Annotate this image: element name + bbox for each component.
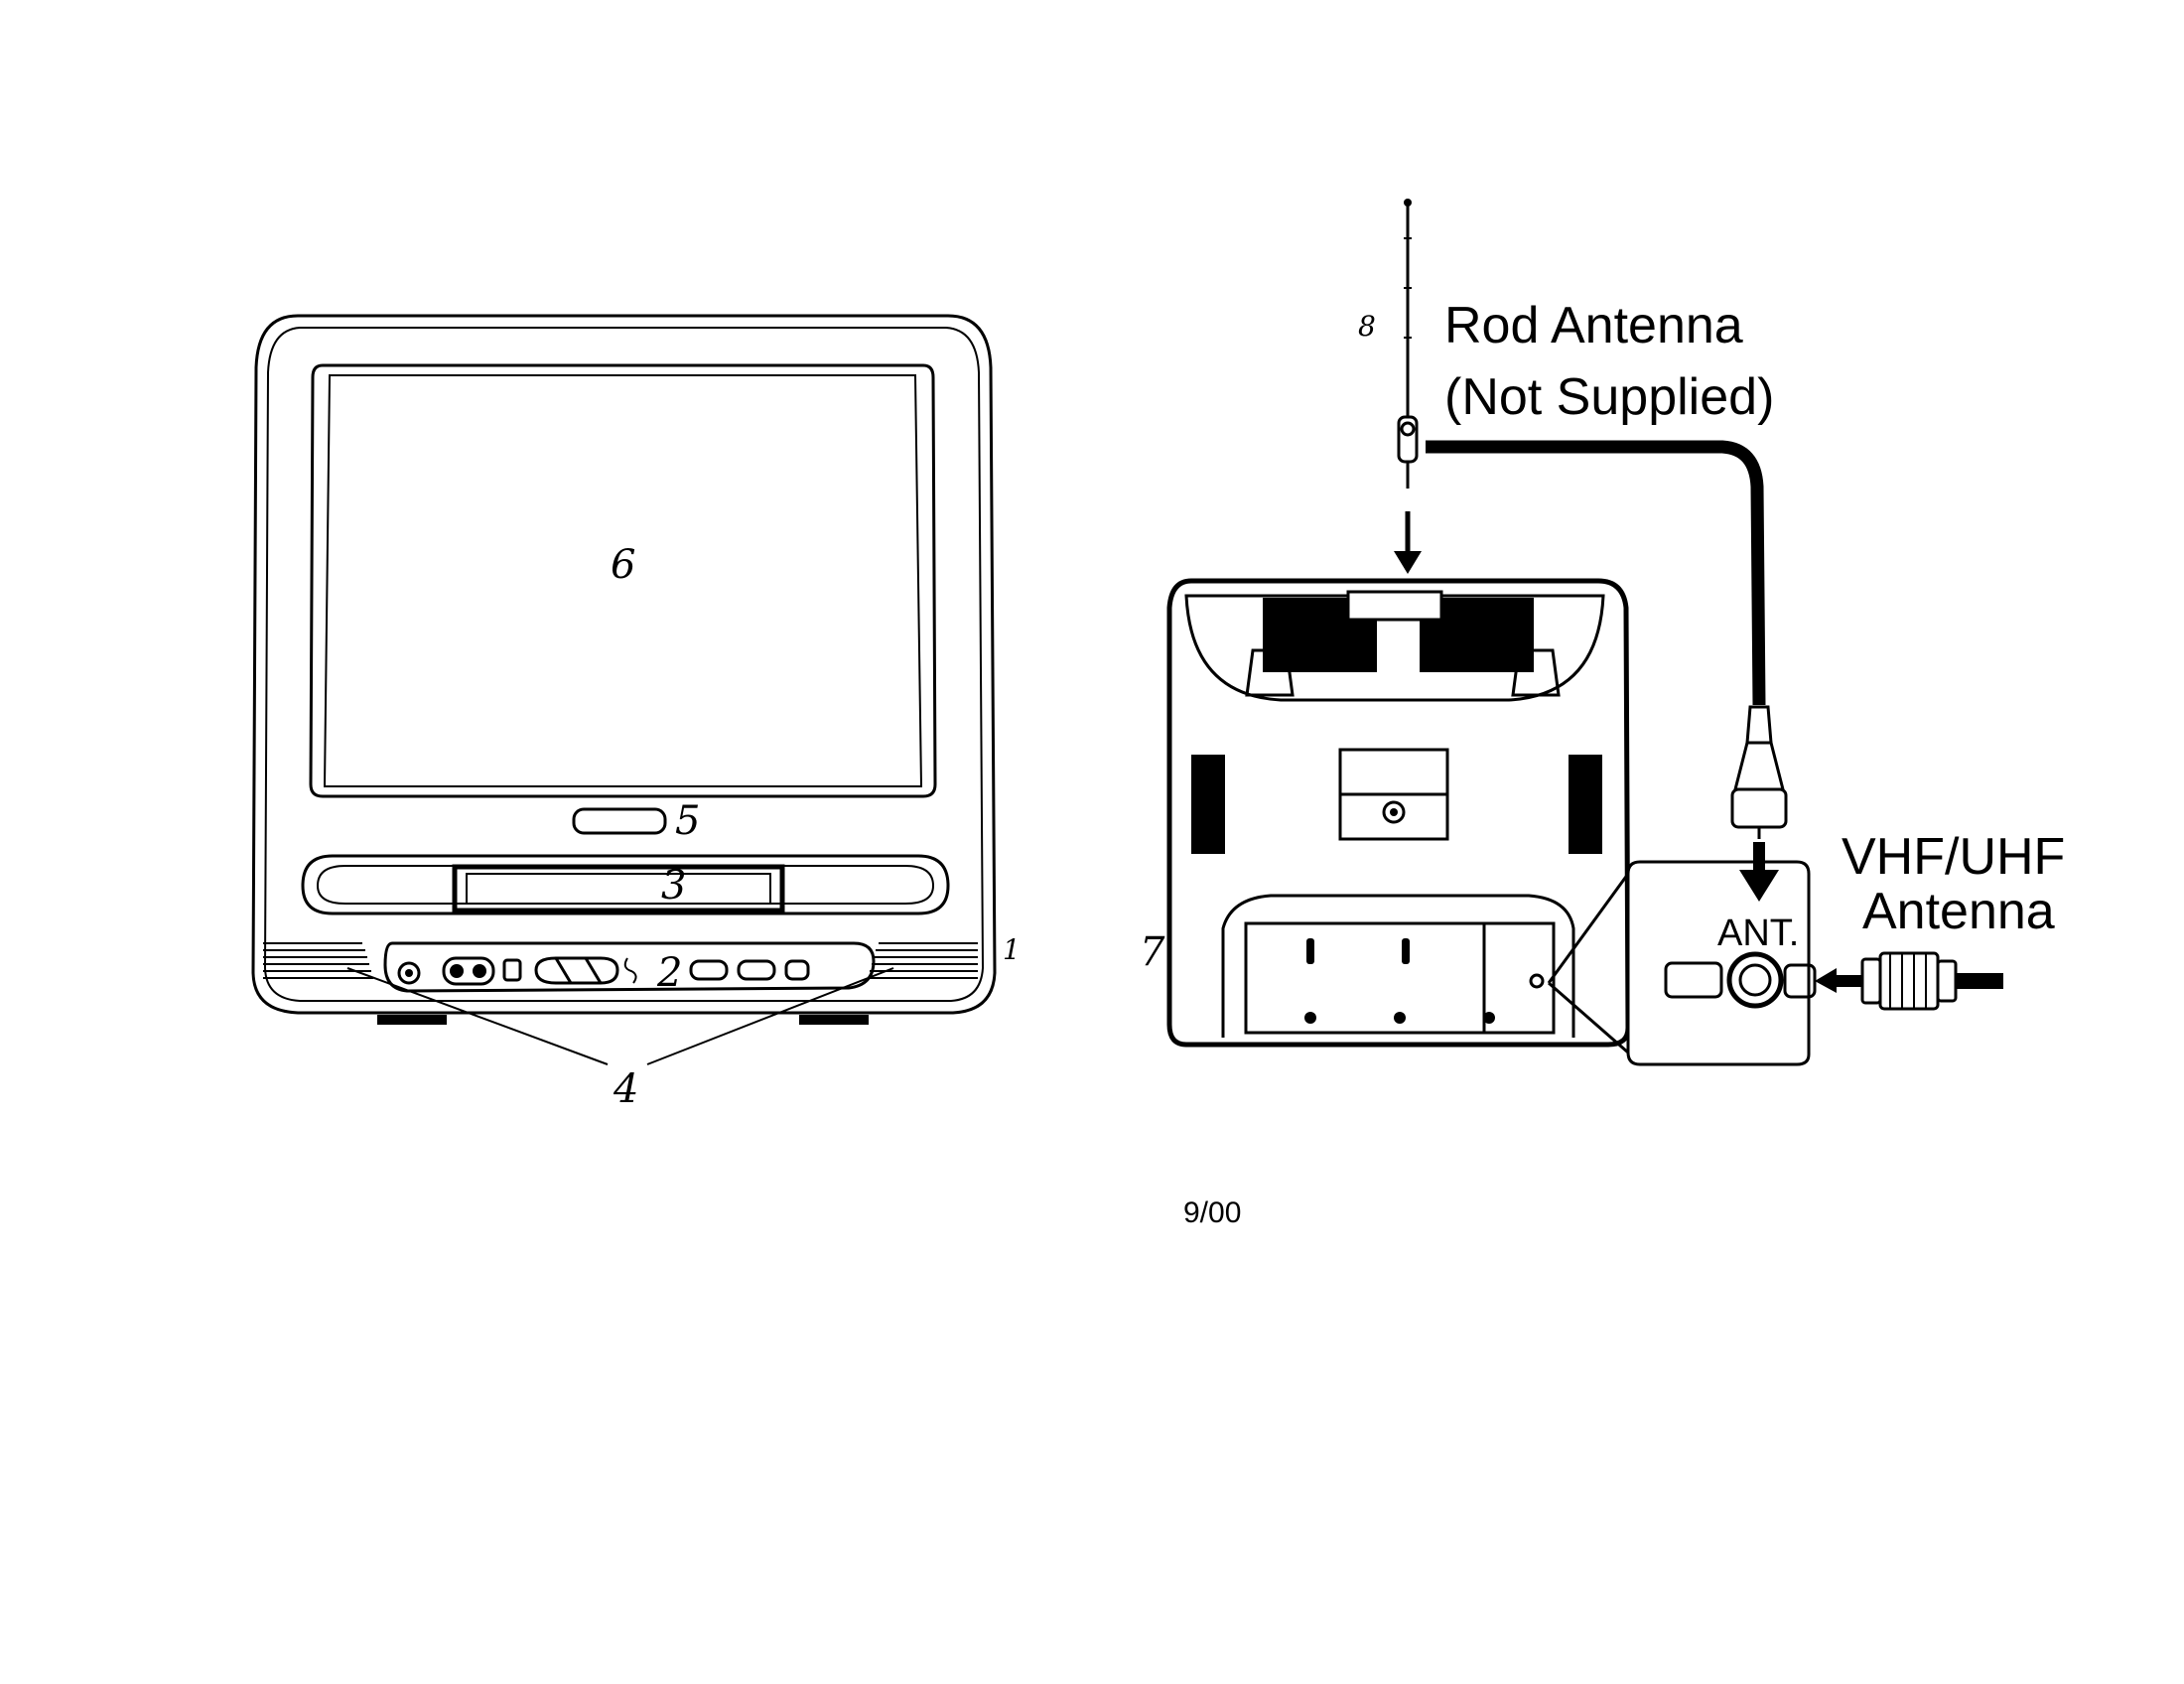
cassette-compartment: [301, 854, 950, 915]
rod-antenna-label-line1: Rod Antenna: [1444, 297, 1743, 354]
control-panel: [383, 941, 876, 993]
vhf-uhf-label-line2: Antenna: [1862, 883, 2055, 940]
footer-date: 9/00: [1183, 1196, 1241, 1229]
callout-3: 3: [661, 863, 686, 909]
callout-2: 2: [656, 950, 682, 996]
callout-6: 6: [611, 542, 635, 588]
vhf-uhf-connector: [1815, 951, 2003, 1011]
callout-8: 8: [1358, 310, 1376, 343]
rod-antenna: [1394, 199, 1422, 574]
remote-sensor: [572, 807, 667, 835]
callout-5: 5: [675, 798, 700, 844]
rod-antenna-label-line2: (Not Supplied): [1444, 368, 1774, 426]
tv-screen: [309, 363, 937, 798]
speaker-left: [263, 942, 373, 979]
ant-jack-label: ANT.: [1717, 912, 1799, 954]
callout-7: 7: [1140, 929, 1165, 975]
tv-front-view: [251, 314, 997, 1065]
callout-1: 1: [1003, 933, 1021, 966]
tv-rear-view: [1166, 578, 1631, 1054]
ant-jack-inset: ANT.: [1626, 860, 1817, 1066]
antenna-cable: [1426, 440, 1788, 902]
vhf-uhf-label-line1: VHF/UHF: [1842, 828, 2065, 886]
speaker-right: [868, 942, 978, 979]
callout-4: 4: [613, 1066, 638, 1112]
